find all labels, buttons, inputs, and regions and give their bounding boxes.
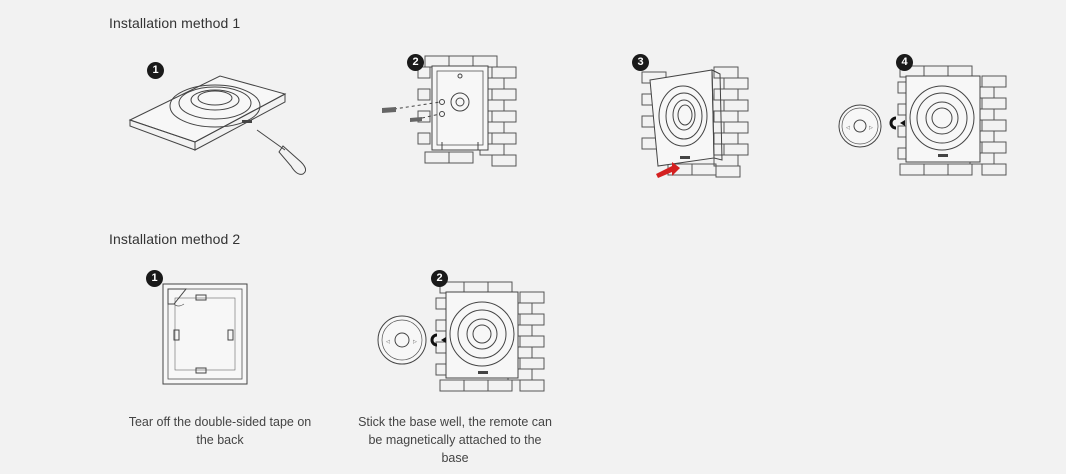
remote-magnet-panel-drawing: ◁ ▷: [838, 65, 1007, 176]
svg-text:▷: ▷: [413, 339, 417, 345]
method-2-heading: Installation method 2: [109, 231, 241, 247]
caption-line: the back: [196, 433, 244, 447]
caption-line: Stick the base well, the remote can: [358, 415, 552, 429]
method-2-step-1-caption: Tear off the double-sided tape on the ba…: [110, 413, 330, 449]
caption-line: base: [441, 451, 469, 465]
method-2-step-1-illustration: 1: [140, 268, 250, 388]
panel-wall-arrow-drawing: [641, 66, 749, 178]
caption-line: be magnetically attached to the: [368, 433, 542, 447]
method-1-step-2-illustration: 2: [380, 52, 530, 172]
step-badge: 2: [407, 54, 424, 71]
step-badge: 1: [147, 62, 164, 79]
method-1-heading: Installation method 1: [109, 15, 241, 31]
method-1-step-1-illustration: 1: [125, 58, 325, 178]
caption-line: Tear off the double-sided tape on: [128, 415, 312, 429]
wall-mount-screw-drawing: [382, 55, 517, 167]
method-2-step-2-illustration: 2 ◁ ▷: [370, 268, 550, 403]
method-1-step-3-illustration: 3: [628, 52, 758, 187]
step-badge: 4: [896, 54, 913, 71]
remote-magnet-base-drawing: ◁ ▷: [377, 281, 545, 392]
svg-text:◁: ◁: [386, 339, 390, 345]
panel-screwdriver-drawing: [128, 75, 307, 175]
method-2-step-2-caption: Stick the base well, the remote can be m…: [342, 413, 568, 467]
step-badge: 2: [431, 270, 448, 287]
method-1-step-4-illustration: 4 ◁ ▷: [838, 52, 1013, 187]
base-frame-tape-drawing: [162, 283, 248, 385]
svg-text:▷: ▷: [869, 125, 873, 131]
step-badge: 1: [146, 270, 163, 287]
svg-text:◁: ◁: [846, 125, 850, 131]
step-badge: 3: [632, 54, 649, 71]
